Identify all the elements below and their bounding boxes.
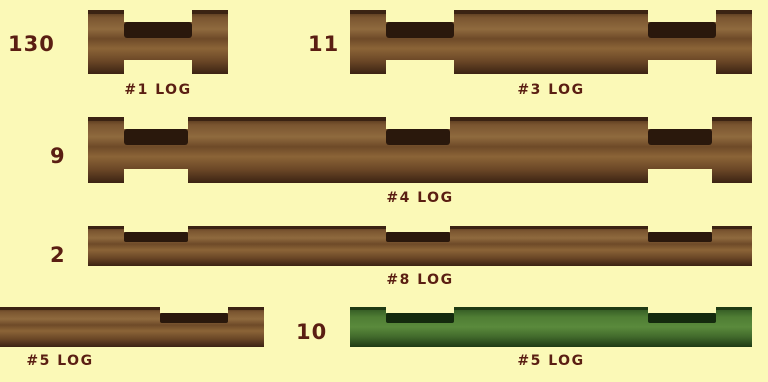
- log-piece-1: [88, 10, 228, 74]
- log-label-5-green: #5 LOG: [350, 354, 752, 368]
- log-1-icon: [88, 10, 228, 74]
- log-8-icon: [88, 226, 752, 266]
- log-label-5-wood: #5 LOG: [10, 354, 110, 368]
- log-5-green-icon: [350, 307, 752, 347]
- log-3-icon: [350, 10, 752, 74]
- log-count-2: 11: [308, 34, 339, 55]
- log-label-4: #4 LOG: [340, 191, 500, 205]
- log-piece-3: [350, 10, 752, 74]
- log-count-3: 9: [50, 146, 66, 167]
- log-piece-5-wood: [0, 307, 264, 347]
- log-5-wood-icon: [0, 307, 264, 347]
- log-count-4: 2: [50, 245, 66, 266]
- log-piece-8: [88, 226, 752, 266]
- log-piece-4: [88, 117, 752, 183]
- log-4-icon: [88, 117, 752, 183]
- log-count-6: 10: [296, 322, 327, 343]
- log-piece-5-green: [350, 307, 752, 347]
- log-label-1: #1 LOG: [88, 83, 228, 97]
- log-count-1: 130: [8, 34, 55, 55]
- log-label-3: #3 LOG: [350, 83, 752, 97]
- log-label-8: #8 LOG: [340, 273, 500, 287]
